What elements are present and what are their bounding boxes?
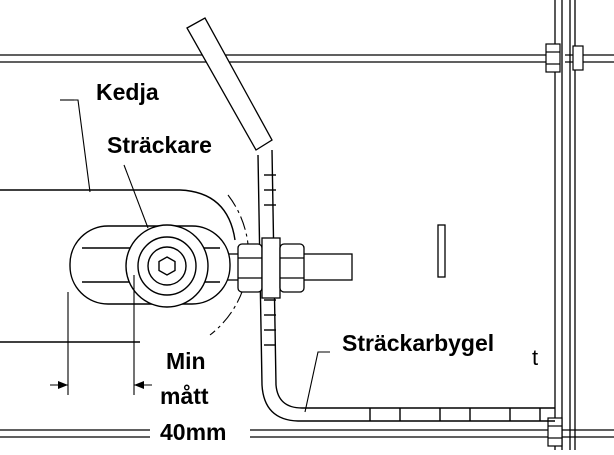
lever-strip (186, 17, 273, 151)
label-min-line1: Min (166, 348, 206, 374)
label-min-line3: 40mm (160, 419, 226, 445)
label-tensioner: Sträckare (107, 132, 212, 158)
post-bolt-top (545, 43, 584, 73)
tensioner-bracket (257, 149, 555, 422)
leader-lines (66, 99, 330, 413)
dimension-arrows (58, 381, 144, 389)
post-bolt-bottom (547, 417, 563, 447)
nut-stack (237, 237, 305, 299)
label-min-line2: mått (160, 383, 209, 409)
frame-post (554, 0, 576, 450)
label-edge-letter: t (532, 345, 538, 370)
tensioner-eye (125, 224, 209, 308)
top-rail (0, 54, 614, 63)
bottom-rail (0, 429, 614, 438)
label-bracket: Sträckarbygel (342, 330, 494, 356)
label-chain: Kedja (96, 79, 159, 105)
chain (0, 189, 236, 343)
panel-slot (437, 224, 446, 278)
